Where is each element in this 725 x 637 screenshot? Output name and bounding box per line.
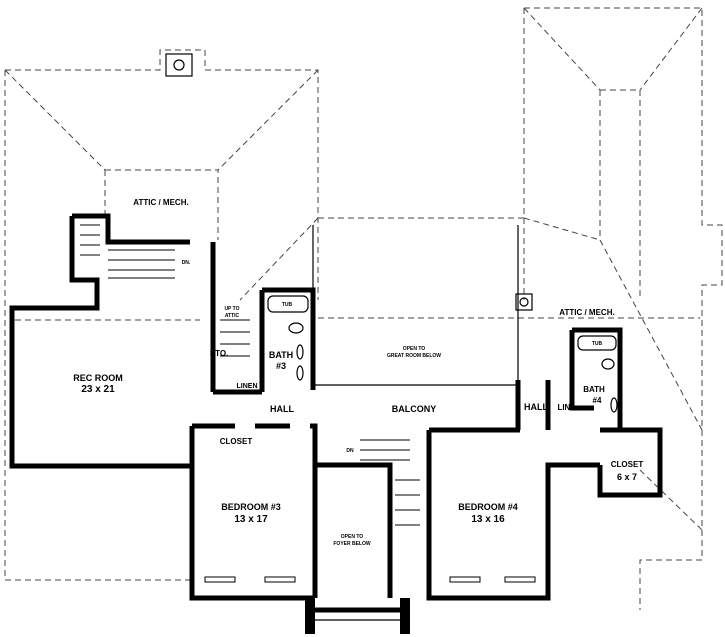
stair-dn-label: DN. bbox=[182, 260, 191, 266]
bath3-label: #3 bbox=[276, 361, 286, 371]
bedroom4-size: 13 x 16 bbox=[471, 514, 505, 525]
open-foyer-label: FOYER BELOW bbox=[333, 541, 371, 547]
attic-right-label: ATTIC / MECH. bbox=[559, 308, 614, 317]
fixtures bbox=[267, 295, 618, 413]
tub-label: TUB bbox=[282, 302, 293, 308]
bath3-label: BATH bbox=[269, 350, 293, 360]
linen-label: LINEN bbox=[237, 383, 258, 390]
closet-b3-label: CLOSET bbox=[220, 437, 253, 446]
open-great-room-label: GREAT ROOM BELOW bbox=[387, 353, 441, 359]
rec-room-label: REC ROOM bbox=[73, 373, 123, 383]
bedroom3-size: 13 x 17 bbox=[234, 514, 268, 525]
rec-room-size: 23 x 21 bbox=[81, 384, 115, 395]
labels: ATTIC / MECH. ATTIC / MECH. DN. DN UP TO… bbox=[73, 198, 643, 547]
attic-left-label: ATTIC / MECH. bbox=[133, 198, 188, 207]
balcony-label: BALCONY bbox=[392, 404, 437, 414]
hall-left-label: HALL bbox=[270, 404, 294, 414]
bath4-label: BATH bbox=[583, 385, 605, 394]
up-to-attic-label: UP TO bbox=[224, 306, 239, 312]
stairs bbox=[80, 224, 420, 526]
storage-label: STO. bbox=[210, 349, 229, 358]
walls bbox=[9, 213, 663, 634]
closet-b4-label: CLOSET bbox=[611, 460, 644, 469]
open-great-room-label: OPEN TO bbox=[403, 346, 426, 352]
lin-label: LIN. bbox=[557, 403, 572, 412]
up-to-attic-label: ATTIC bbox=[225, 313, 240, 319]
bedroom4-label: BEDROOM #4 bbox=[458, 502, 518, 512]
windows bbox=[204, 576, 536, 583]
tub-label: TUB bbox=[592, 341, 603, 347]
roof-lines bbox=[4, 7, 723, 610]
chimney bbox=[165, 53, 533, 311]
stair-dn-label: DN bbox=[346, 448, 354, 454]
bath4-label: #4 bbox=[593, 396, 602, 405]
bedroom3-label: BEDROOM #3 bbox=[221, 502, 281, 512]
closet-b4-size: 6 x 7 bbox=[617, 472, 637, 482]
open-foyer-label: OPEN TO bbox=[341, 534, 364, 540]
hall-right-label: HALL bbox=[524, 402, 548, 412]
